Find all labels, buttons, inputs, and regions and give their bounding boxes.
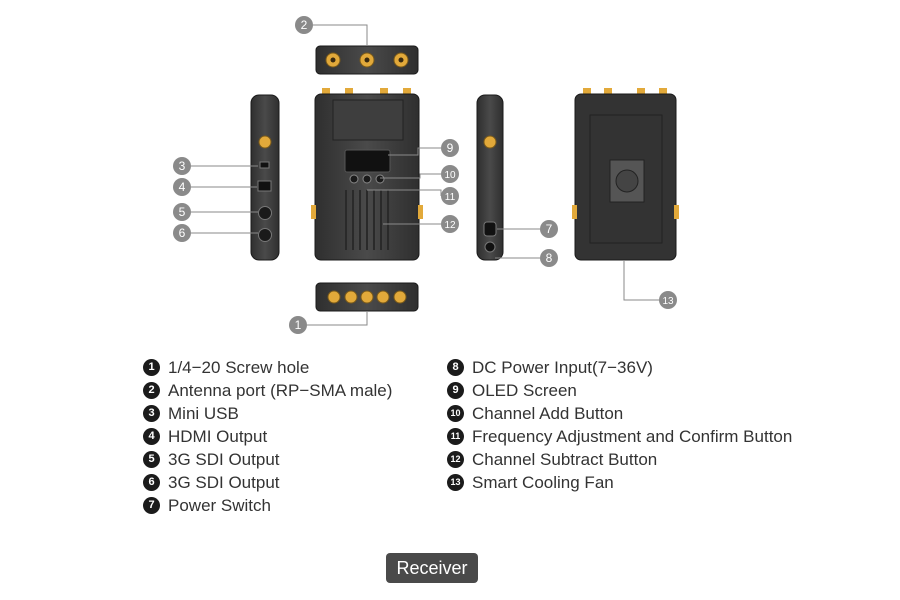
- legend-number: 1: [143, 359, 160, 376]
- legend-item: 11 Frequency Adjustment and Confirm Butto…: [447, 425, 792, 448]
- legend-item: 8 DC Power Input(7−36V): [447, 356, 792, 379]
- sdi-port-2: [258, 228, 272, 242]
- legend-item: 7 Power Switch: [143, 494, 392, 517]
- legend-item: 9 OLED Screen: [447, 379, 792, 402]
- channel-add-button: [349, 174, 359, 184]
- svg-text:10: 10: [444, 170, 456, 181]
- svg-text:8: 8: [546, 251, 553, 265]
- legend-number: 6: [143, 474, 160, 491]
- legend-item: 12 Channel Subtract Button: [447, 448, 792, 471]
- antenna-connector: [393, 52, 409, 68]
- legend-label: Channel Add Button: [472, 404, 624, 423]
- svg-text:5: 5: [179, 205, 186, 219]
- svg-text:4: 4: [179, 180, 186, 194]
- svg-text:3: 3: [179, 159, 186, 173]
- legend-number: 11: [447, 428, 464, 445]
- callout-13: 13: [659, 291, 677, 309]
- receiver-label: Receiver: [386, 553, 478, 583]
- power-switch: [483, 221, 497, 237]
- legend-item: 10 Channel Add Button: [447, 402, 792, 425]
- channel-subtract-button: [375, 174, 385, 184]
- legend-number: 4: [143, 428, 160, 445]
- legend-label: Antenna port (RP−SMA male): [168, 381, 393, 400]
- legend-label: 1/4−20 Screw hole: [168, 358, 310, 377]
- oled-screen: [344, 149, 391, 173]
- legend-item: 2 Antenna port (RP−SMA male): [143, 379, 392, 402]
- svg-text:13: 13: [662, 296, 674, 307]
- callout-3: 3: [173, 157, 191, 175]
- legend-number: 9: [447, 382, 464, 399]
- bottom-view: [315, 282, 419, 312]
- legend-number: 7: [143, 497, 160, 514]
- top-view: [315, 45, 419, 75]
- callout-4: 4: [173, 178, 191, 196]
- legend-label: OLED Screen: [472, 381, 577, 400]
- svg-text:2: 2: [301, 18, 308, 32]
- svg-text:12: 12: [444, 220, 456, 231]
- back-view: [572, 88, 679, 261]
- legend-number: 12: [447, 451, 464, 468]
- legend-item: 4 HDMI Output: [143, 425, 392, 448]
- sdi-port-1: [258, 206, 272, 220]
- leader-lines: [191, 24, 659, 326]
- svg-text:1: 1: [295, 318, 302, 332]
- callout-5: 5: [173, 203, 191, 221]
- antenna-connector: [325, 52, 341, 68]
- legend-number: 2: [143, 382, 160, 399]
- callout-1: 1: [289, 316, 307, 334]
- hdmi-port: [257, 180, 272, 192]
- legend-label: HDMI Output: [168, 427, 268, 446]
- callout-12: 12: [441, 215, 459, 233]
- antenna-connector: [359, 52, 375, 68]
- legend-label: 3G SDI Output: [168, 450, 280, 469]
- legend-label: Frequency Adjustment and Confirm Button: [472, 427, 793, 446]
- right-side-view: [476, 94, 504, 261]
- legend-label: Smart Cooling Fan: [472, 473, 614, 492]
- callout-2: 2: [295, 16, 313, 34]
- legend-item: 1 1/4−20 Screw hole: [143, 356, 392, 379]
- legend-label: Channel Subtract Button: [472, 450, 658, 469]
- dc-input: [484, 241, 496, 253]
- svg-text:11: 11: [445, 192, 456, 203]
- legend-label: DC Power Input(7−36V): [472, 358, 653, 377]
- legend-left: 1 1/4−20 Screw hole 2 Antenna port (RP−SMA…: [143, 356, 392, 517]
- legend-item: 3 Mini USB: [143, 402, 392, 425]
- callout-11: 11: [441, 187, 459, 205]
- legend-item: 13 Smart Cooling Fan: [447, 471, 792, 494]
- callout-10: 10: [441, 165, 459, 183]
- callout-9: 9: [441, 139, 459, 157]
- mini-usb-port: [259, 161, 270, 169]
- legend-item: 5 3G SDI Output: [143, 448, 392, 471]
- svg-text:9: 9: [447, 141, 454, 155]
- confirm-button: [362, 174, 372, 184]
- legend-number: 3: [143, 405, 160, 422]
- legend-number: 13: [447, 474, 464, 491]
- legend-number: 8: [447, 359, 464, 376]
- front-view: [311, 88, 423, 261]
- callout-7: 7: [540, 220, 558, 238]
- callout-6: 6: [173, 224, 191, 242]
- legend-label: Power Switch: [168, 496, 271, 515]
- legend-number: 5: [143, 451, 160, 468]
- legend-number: 10: [447, 405, 464, 422]
- legend-label: Mini USB: [168, 404, 239, 423]
- svg-text:7: 7: [546, 222, 553, 236]
- callouts: 2 1 3 4 5 6 9 10 11 12 7 8 13: [173, 16, 677, 334]
- svg-text:6: 6: [179, 226, 186, 240]
- callout-8: 8: [540, 249, 558, 267]
- legend-item: 6 3G SDI Output: [143, 471, 392, 494]
- screw-connector: [258, 135, 272, 149]
- left-side-view: [250, 94, 280, 261]
- legend-label: 3G SDI Output: [168, 473, 280, 492]
